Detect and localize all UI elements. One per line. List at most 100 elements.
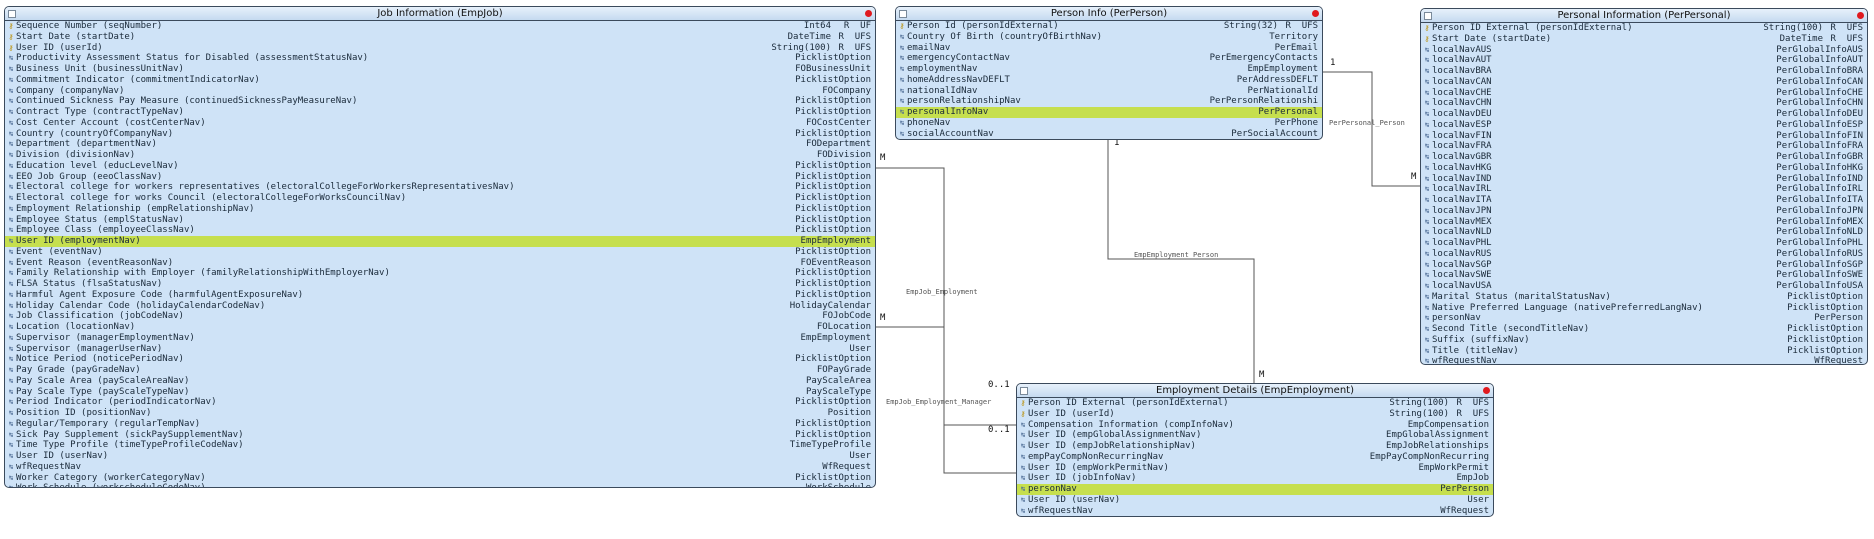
entity-title-bar[interactable]: Person Info (PerPerson) [896, 7, 1322, 21]
entity-title-bar[interactable]: Personal Information (PerPersonal) [1421, 9, 1867, 23]
entity-field-row[interactable]: ↹User ID (userNav)User [1017, 495, 1493, 506]
entity-field-row[interactable]: ↹User ID (employmentNav)EmpEmployment [5, 236, 875, 247]
entity-field-row[interactable]: ↹Location (locationNav)FOLocation [5, 322, 875, 333]
entity-field-row[interactable]: ↹Pay Grade (payGradeNav)FOPayGrade [5, 365, 875, 376]
entity-field-row[interactable]: ↹Regular/Temporary (regularTempNav)Pickl… [5, 419, 875, 430]
entity-field-row[interactable]: ↹EEO Job Group (eeoClassNav)PicklistOpti… [5, 172, 875, 183]
entity-field-row[interactable]: ⚷Person ID External (personIdExternal)St… [1421, 23, 1867, 34]
entity-field-row[interactable]: ↹User ID (empWorkPermitNav)EmpWorkPermit [1017, 463, 1493, 474]
entity-employment-details[interactable]: Employment Details (EmpEmployment) ⚷Pers… [1016, 383, 1494, 517]
entity-field-row[interactable]: ↹ Electoral college for workers represen… [5, 182, 875, 193]
entity-field-row[interactable]: ↹Contract Type (contractTypeNav)Picklist… [5, 107, 875, 118]
entity-field-row[interactable]: ↹Cost Center Account (costCenterNav)FOCo… [5, 118, 875, 129]
close-icon[interactable] [1857, 12, 1864, 19]
entity-title-bar[interactable]: Employment Details (EmpEmployment) [1017, 384, 1493, 398]
expand-icon[interactable] [8, 10, 16, 18]
entity-field-row[interactable]: ↹Business Unit (businessUnitNav)FOBusine… [5, 64, 875, 75]
entity-field-row[interactable]: ↹Holiday Calendar Code (holidayCalendarC… [5, 301, 875, 312]
close-icon[interactable] [1483, 387, 1490, 394]
entity-field-row[interactable]: ↹User ID (jobInfoNav)EmpJob [1017, 473, 1493, 484]
entity-field-row[interactable]: ↹Period Indicator (periodIndicatorNav)Pi… [5, 397, 875, 408]
entity-field-row[interactable]: ↹FLSA Status (flsaStatusNav)PicklistOpti… [5, 279, 875, 290]
entity-field-row[interactable]: ↹Productivity Assessment Status for Disa… [5, 53, 875, 64]
entity-field-row[interactable]: ↹Native Preferred Language (nativePrefer… [1421, 303, 1867, 314]
entity-field-row[interactable]: ↹Education level (educLevelNav)PicklistO… [5, 161, 875, 172]
entity-field-row[interactable]: ↹Title (titleNav)PicklistOption [1421, 346, 1867, 357]
entity-field-row[interactable]: ↹Company (companyNav)FOCompany [5, 86, 875, 97]
entity-field-row[interactable]: ↹Event (eventNav)PicklistOption [5, 247, 875, 258]
entity-field-row[interactable]: ↹Notice Period (noticePeriodNav)Picklist… [5, 354, 875, 365]
entity-field-row[interactable]: ↹User ID (userNav)User [5, 451, 875, 462]
entity-person-info[interactable]: Person Info (PerPerson) ⚷Person Id (pers… [895, 6, 1323, 140]
entity-field-row[interactable]: ⚷User ID (userId)String(100)R UFS [5, 43, 875, 54]
entity-field-row[interactable]: ↹Country (countryOfCompanyNav)PicklistOp… [5, 129, 875, 140]
entity-field-row[interactable]: ↹Pay Scale Area (payScaleAreaNav)PayScal… [5, 376, 875, 387]
entity-field-row[interactable]: ↹Harmful Agent Exposure Code (harmfulAge… [5, 290, 875, 301]
entity-field-row[interactable]: ↹Second Title (secondTitleNav)PicklistOp… [1421, 324, 1867, 335]
entity-field-row[interactable]: ↹Marital Status (maritalStatusNav)Pickli… [1421, 292, 1867, 303]
entity-field-row[interactable]: ↹Position ID (positionNav)Position [5, 408, 875, 419]
close-icon[interactable] [1312, 10, 1319, 17]
entity-field-row[interactable]: ↹ Electoral college for works Council (e… [5, 193, 875, 204]
entity-field-row[interactable]: ↹Continued Sickness Pay Measure (continu… [5, 96, 875, 107]
entity-field-row[interactable]: ↹Time Type Profile (timeTypeProfileCodeN… [5, 440, 875, 451]
entity-field-row[interactable]: ↹Compensation Information (compInfoNav)E… [1017, 420, 1493, 431]
entity-field-row[interactable]: ↹Country Of Birth (countryOfBirthNav)Ter… [896, 32, 1322, 43]
entity-field-row[interactable]: ↹Commitment Indicator (commitmentIndicat… [5, 75, 875, 86]
entity-field-row[interactable]: ↹User ID (empGlobalAssignmentNav)EmpGlob… [1017, 430, 1493, 441]
entity-field-row[interactable]: ↹Supervisor (managerEmploymentNav)EmpEmp… [5, 333, 875, 344]
expand-icon[interactable] [1020, 387, 1028, 395]
entity-field-row[interactable]: ↹Employee Status (emplStatusNav)Picklist… [5, 215, 875, 226]
entity-personal-information[interactable]: Personal Information (PerPersonal) ⚷Pers… [1420, 8, 1868, 365]
entity-field-row[interactable]: ↹Event Reason (eventReasonNav)FOEventRea… [5, 258, 875, 269]
entity-field-row[interactable]: ↹Division (divisionNav)FODivision [5, 150, 875, 161]
entity-field-row[interactable]: ↹Supervisor (managerUserNav)User [5, 344, 875, 355]
entity-field-row[interactable]: ↹Employment Relationship (empRelationshi… [5, 204, 875, 215]
entity-field-row[interactable]: ⚷Person ID External (personIdExternal)St… [1017, 398, 1493, 409]
entity-field-row[interactable]: ↹Work Schedule (workscheduleCodeNav)Work… [5, 483, 875, 487]
entity-field-row[interactable]: ⚷Person Id (personIdExternal)String(32)R… [896, 21, 1322, 32]
entity-field-row[interactable]: ↹Family Relationship with Employer (fami… [5, 268, 875, 279]
entity-title-bar[interactable]: Job Information (EmpJob) [5, 7, 875, 21]
entity-field-row[interactable]: ↹Suffix (suffixNav)PicklistOption [1421, 335, 1867, 346]
expand-icon[interactable] [899, 10, 907, 18]
entity-field-row[interactable]: ↹Worker Category (workerCategoryNav)Pick… [5, 473, 875, 484]
